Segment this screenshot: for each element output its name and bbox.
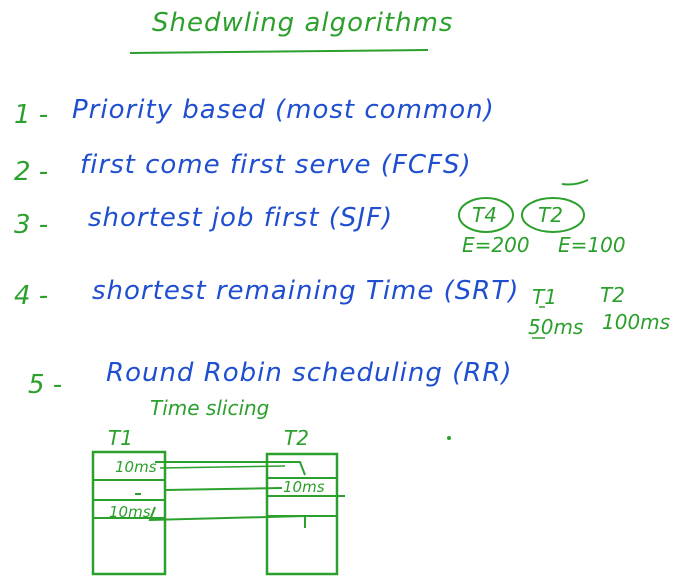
title-underline: [129, 49, 429, 54]
t1-box: [91, 450, 167, 576]
sjf-t2-value: E=100: [558, 233, 626, 257]
srt-t2-label: T2: [600, 283, 625, 307]
page-title: Shedwling algorithms: [152, 8, 454, 38]
rr-slice-top: 10ms: [115, 458, 157, 476]
item-text-4: shortest remaining Time (SRT): [92, 276, 520, 306]
rr-slice-bottom: 10ms: [109, 503, 151, 521]
item-number-1: 1 -: [14, 100, 49, 130]
arrow-mark: [561, 179, 589, 186]
item-text-2: first come first serve (FCFS): [80, 150, 472, 180]
t2-circle: [521, 197, 585, 233]
srt-t1-label: T1: [532, 285, 557, 309]
item-text-1: Priority based (most common): [72, 95, 495, 125]
sjf-t4-value: E=200: [462, 233, 530, 257]
rr-t2-label: T2: [284, 426, 309, 450]
sjf-t2-label: T2: [538, 203, 563, 227]
srt-t1-value: 50ms: [528, 315, 584, 339]
rr-t1-label: T1: [108, 426, 133, 450]
rr-subtitle: Time slicing: [150, 396, 270, 420]
sjf-t4-label: T4: [472, 203, 497, 227]
t2-box: [265, 452, 339, 576]
item-text-5: Round Robin scheduling (RR): [106, 358, 513, 388]
dot-mark: [447, 436, 451, 440]
item-number-3: 3 -: [14, 210, 49, 240]
item-text-3: shortest job first (SJF): [88, 203, 394, 233]
t4-circle: [458, 197, 514, 233]
srt-t2-value: 100ms: [602, 310, 671, 334]
item-number-4: 4 -: [14, 281, 49, 311]
rr-slice-right: 10ms: [283, 478, 325, 496]
item-number-2: 2 -: [14, 157, 49, 187]
item-number-5: 5 -: [28, 370, 63, 400]
